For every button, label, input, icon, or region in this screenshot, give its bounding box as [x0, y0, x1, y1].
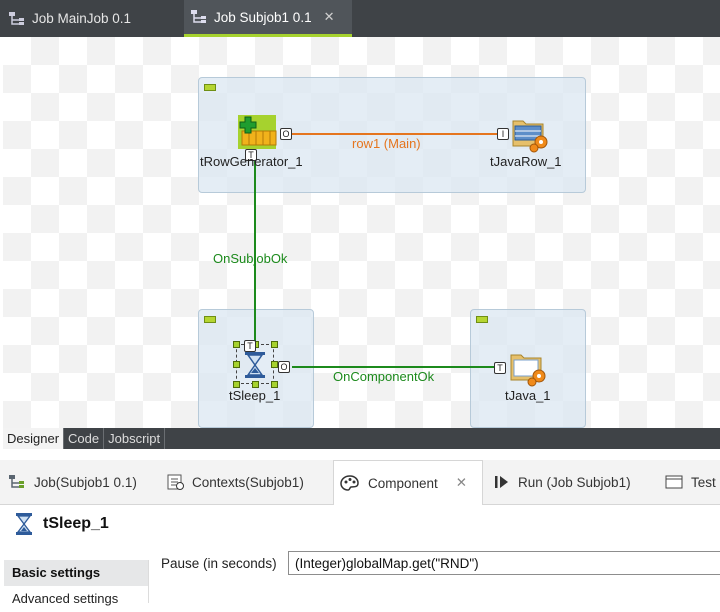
trigger-port[interactable]: T	[245, 149, 257, 161]
trigger-port[interactable]: T	[244, 340, 256, 352]
sidebar-item-basic-settings[interactable]: Basic settings	[4, 560, 148, 586]
resize-handle[interactable]	[271, 381, 278, 388]
component-title: tSleep_1	[43, 515, 109, 532]
tab-label: Job(Subjob1 0.1)	[34, 474, 137, 490]
tab-label: Test	[691, 474, 716, 490]
tab-job-subjob1[interactable]: Job Subjob1 0.1 ✕	[184, 0, 352, 37]
tab-jobscript[interactable]: Jobscript	[104, 428, 166, 449]
pause-field-label: Pause (in seconds)	[161, 556, 277, 571]
resize-handle[interactable]	[233, 381, 240, 388]
component-label: tSleep_1	[229, 388, 281, 403]
trigger-port[interactable]: T	[494, 362, 506, 374]
tab-component[interactable]: Component ✕	[333, 460, 483, 505]
tab-run[interactable]: Run (Job Subjob1)	[494, 460, 631, 504]
connections-layer	[254, 133, 498, 368]
settings-sidebar: Basic settings Advanced settings	[4, 560, 149, 606]
output-port[interactable]: O	[280, 128, 292, 140]
connection-label-row1[interactable]: row1 (Main)	[352, 136, 421, 151]
resize-handle[interactable]	[271, 341, 278, 348]
view-tabbar: Job(Subjob1 0.1) Contexts(Subjob1) Compo…	[0, 460, 720, 505]
close-icon[interactable]: ✕	[455, 475, 468, 490]
java-icon	[510, 354, 546, 387]
job-icon	[8, 11, 26, 27]
contexts-icon	[167, 474, 184, 490]
sidebar-item-advanced-settings[interactable]: Advanced settings	[12, 591, 119, 606]
hourglass-icon	[245, 352, 265, 378]
tab-label: Component	[368, 475, 438, 491]
tab-test[interactable]: Test	[665, 460, 716, 504]
component-label: tJava_1	[505, 388, 551, 403]
connection-label-onsubjobok[interactable]: OnSubjobOk	[213, 251, 288, 266]
resize-handle[interactable]	[271, 361, 278, 368]
java-row-icon	[512, 120, 548, 153]
row-generator-icon	[238, 115, 277, 149]
collapse-toggle[interactable]	[204, 316, 216, 323]
close-icon[interactable]: ✕	[323, 9, 335, 24]
resize-handle[interactable]	[233, 341, 240, 348]
component-label: tRowGenerator_1	[200, 154, 303, 169]
input-port[interactable]: I	[497, 128, 509, 140]
tab-label: Run (Job Subjob1)	[518, 474, 631, 490]
pause-field-input[interactable]	[288, 551, 720, 575]
connection-label-oncomponentok[interactable]: OnComponentOk	[333, 369, 435, 384]
hourglass-icon	[16, 513, 32, 535]
run-icon	[495, 476, 508, 488]
tab-job-view[interactable]: Job(Subjob1 0.1)	[8, 460, 137, 504]
job-icon	[9, 475, 24, 488]
test-icon	[665, 475, 683, 489]
job-icon	[190, 9, 208, 25]
resize-handle[interactable]	[233, 361, 240, 368]
resize-handle[interactable]	[252, 381, 259, 388]
component-label: tJavaRow_1	[490, 154, 562, 169]
designer-canvas[interactable]: O T tRowGenerator_1 I tJavaRow_1 T	[3, 37, 720, 428]
tab-designer[interactable]: Designer	[3, 428, 65, 449]
tab-label: Job Subjob1 0.1	[214, 9, 312, 25]
collapse-toggle[interactable]	[204, 84, 216, 91]
tab-label: Contexts(Subjob1)	[192, 474, 304, 490]
component-trowgenerator[interactable]: O T	[236, 115, 292, 161]
designer-view-tabs: Designer Code Jobscript	[3, 428, 720, 449]
output-port[interactable]: O	[278, 361, 290, 373]
tab-code[interactable]: Code	[64, 428, 105, 449]
component-tsleep[interactable]: T O	[233, 340, 290, 388]
tab-job-mainjob[interactable]: Job MainJob 0.1	[8, 0, 131, 37]
tab-label: Job MainJob 0.1	[32, 11, 132, 26]
palette-icon	[340, 475, 359, 491]
tab-contexts[interactable]: Contexts(Subjob1)	[166, 460, 304, 504]
editor-tabbar: Job MainJob 0.1 Job Subjob1 0.1 ✕	[0, 0, 720, 37]
component-header: tSleep_1	[0, 505, 720, 545]
collapse-toggle[interactable]	[476, 316, 488, 323]
